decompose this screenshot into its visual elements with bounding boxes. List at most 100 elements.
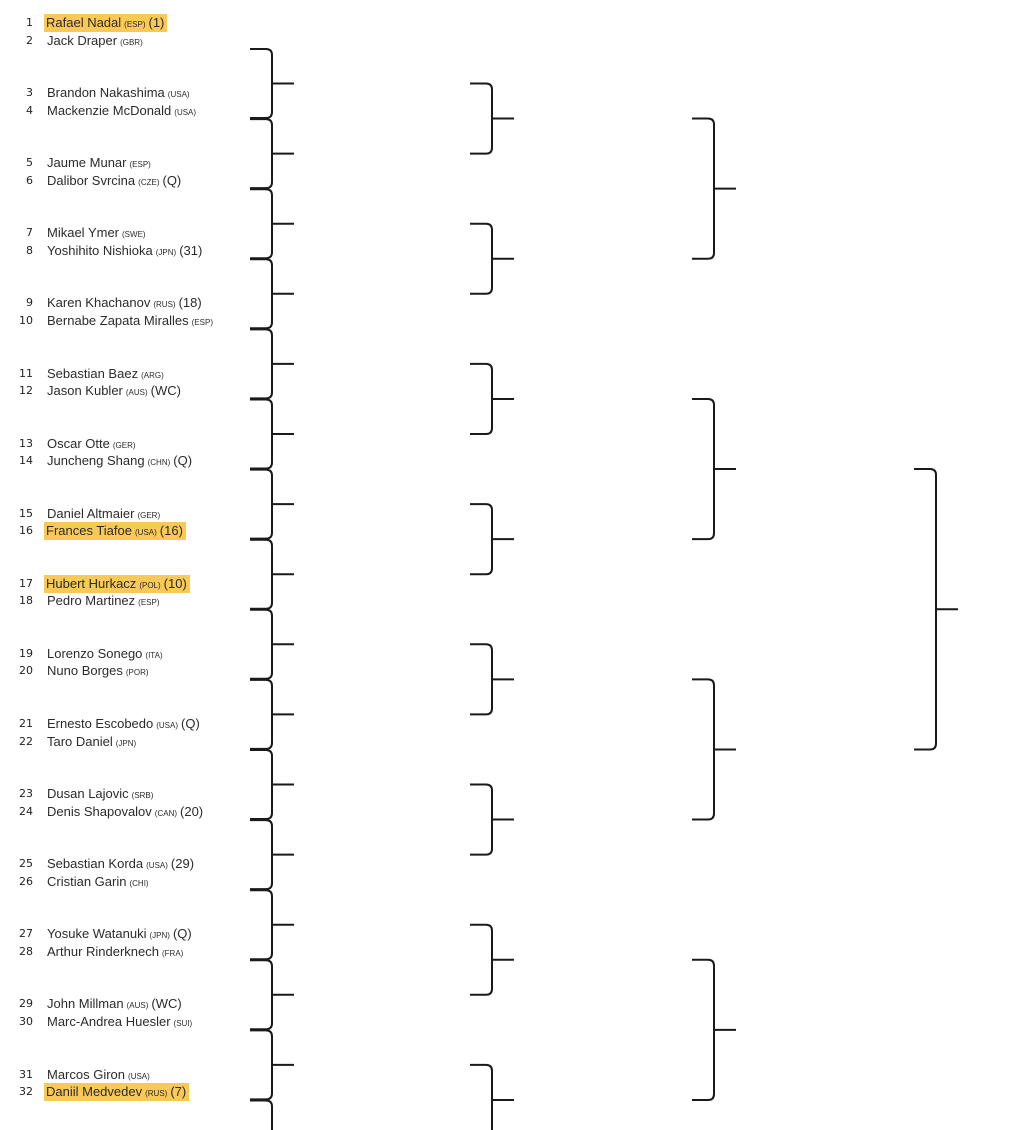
- player-name-text: Daniel Altmaier: [47, 505, 135, 521]
- draw-position: 1: [26, 16, 33, 29]
- bracket-round1: [250, 468, 294, 540]
- player-name: Daniel Altmaier(GER): [46, 505, 161, 523]
- draw-position: 21: [19, 717, 33, 730]
- bracket-round1: [250, 608, 294, 680]
- player-name: Lorenzo Sonego(ITA): [46, 645, 164, 663]
- player-name-text: Daniil Medvedev: [46, 1084, 143, 1099]
- player-name-text: Bernabe Zapata Miralles: [47, 312, 189, 328]
- player-name-text: Frances Tiafoe: [46, 523, 132, 539]
- player-name: Nuno Borges(POR): [46, 662, 150, 680]
- country-code: (GBR): [120, 37, 143, 47]
- player-name: Bernabe Zapata Miralles(ESP): [46, 312, 214, 330]
- bracket-round3: [692, 117, 736, 260]
- player-name: Ernesto Escobedo(USA)(Q): [46, 715, 201, 733]
- draw-position: 31: [19, 1067, 33, 1081]
- bracket-round2: [470, 923, 514, 996]
- bracket-round1: [250, 328, 294, 400]
- country-code: (USA): [174, 107, 197, 117]
- player-name: Mikael Ymer(SWE): [46, 224, 147, 242]
- player-name-text: Dusan Lajovic: [47, 786, 129, 802]
- bracket-round3: [692, 397, 736, 541]
- player-name-text: Rafael Nadal: [46, 15, 122, 30]
- draw-position: 19: [19, 646, 33, 660]
- draw-position: 29: [19, 997, 33, 1011]
- player-name-text: Sebastian Korda: [47, 856, 144, 872]
- draw-position: 7: [26, 226, 33, 240]
- bracket-round1: [250, 1029, 294, 1101]
- seed-or-entry-tag: (WC): [151, 996, 182, 1012]
- country-code: (ESP): [124, 20, 146, 29]
- player-name: Pedro Martinez(ESP): [46, 592, 161, 610]
- player-name-text: Nuno Borges: [47, 663, 123, 679]
- bracket-round1: [250, 48, 294, 119]
- player-name: Jack Draper(GBR): [46, 32, 144, 50]
- player-name: Jason Kubler(AUS)(WC): [46, 382, 182, 400]
- country-code: (POR): [125, 668, 149, 678]
- country-code: (GER): [112, 440, 136, 450]
- bracket-round1: [250, 678, 294, 750]
- draw-position: 9: [26, 296, 33, 310]
- draw-position: 15: [19, 506, 33, 520]
- seed-or-entry-tag: (Q): [173, 453, 193, 469]
- player-name-text: Denis Shapovalov: [47, 803, 152, 819]
- draw-position: 6: [26, 173, 33, 187]
- draw-position: 22: [19, 734, 33, 748]
- country-code: (SUI): [173, 1018, 193, 1028]
- player-name-text: Brandon Nakashima: [47, 85, 165, 101]
- bracket-round1: [250, 1099, 273, 1130]
- draw-position: 20: [19, 664, 33, 678]
- player-name: Taro Daniel(JPN): [46, 733, 137, 751]
- country-code: (RUS): [153, 300, 176, 310]
- seed-or-entry-tag: (18): [178, 295, 202, 311]
- draw-position: 3: [26, 86, 33, 100]
- player-name-text: Yosuke Watanuki: [47, 926, 147, 942]
- bracket-round1: [250, 398, 294, 470]
- country-code: (AUS): [126, 1001, 149, 1011]
- seed-or-entry-tag: (10): [163, 575, 187, 591]
- country-code: (JPN): [115, 738, 137, 748]
- country-code: (ARG): [141, 370, 164, 380]
- player-name-text: John Millman: [47, 996, 124, 1012]
- bracket-round2: [470, 783, 514, 856]
- draw-position: 23: [19, 787, 33, 801]
- player-name: Yosuke Watanuki(JPN)(Q): [46, 925, 193, 943]
- bracket-round2: [470, 503, 514, 576]
- player-name: Dusan Lajovic(SRB): [46, 785, 154, 803]
- bracket-round1: [250, 959, 294, 1031]
- player-name: Juncheng Shang(CHN)(Q): [46, 452, 193, 470]
- seed-or-entry-tag: (29): [170, 856, 195, 872]
- player-name: Oscar Otte(GER): [46, 435, 137, 453]
- player-name: Mackenzie McDonald(USA): [46, 102, 197, 120]
- seeded-player-name: Rafael Nadal(ESP)(1): [44, 14, 168, 32]
- draw-position: 4: [26, 103, 33, 117]
- country-code: (ESP): [138, 598, 160, 608]
- player-name-text: Marc-Andrea Huesler: [47, 1013, 171, 1029]
- player-name: Dalibor Svrcina(CZE)(Q): [46, 172, 182, 190]
- player-name-text: Jaume Munar: [47, 155, 127, 171]
- country-code: (USA): [135, 528, 157, 538]
- player-name-text: Jason Kubler: [47, 383, 123, 398]
- player-name-text: Ernesto Escobedo: [47, 716, 154, 731]
- draw-position: 10: [19, 313, 33, 327]
- draw-position: 25: [19, 857, 33, 871]
- draw-position: 32: [19, 1085, 33, 1098]
- seed-or-entry-tag: (WC): [150, 383, 181, 398]
- country-code: (SWE): [122, 230, 146, 240]
- player-name: Cristian Garin(CHI): [46, 873, 150, 891]
- draw-position: 26: [19, 874, 33, 888]
- player-name-text: Jack Draper: [47, 32, 118, 48]
- player-name-text: Sebastian Baez: [47, 365, 139, 381]
- player-name: Sebastian Baez(ARG): [46, 365, 165, 383]
- bracket-round3: [692, 958, 736, 1101]
- seed-or-entry-tag: (1): [148, 15, 165, 30]
- player-name: Denis Shapovalov(CAN)(20): [46, 803, 204, 821]
- country-code: (GER): [137, 510, 161, 520]
- player-name-text: Pedro Martinez: [47, 593, 136, 609]
- bracket-round1: [250, 118, 294, 190]
- draw-position: 17: [19, 576, 33, 590]
- country-code: (USA): [128, 1071, 150, 1081]
- draw-position: 14: [19, 454, 33, 468]
- seeded-player-name: Daniil Medvedev(RUS)(7): [44, 1083, 190, 1101]
- draw-position: 27: [19, 927, 33, 941]
- draw-position: 30: [19, 1014, 33, 1028]
